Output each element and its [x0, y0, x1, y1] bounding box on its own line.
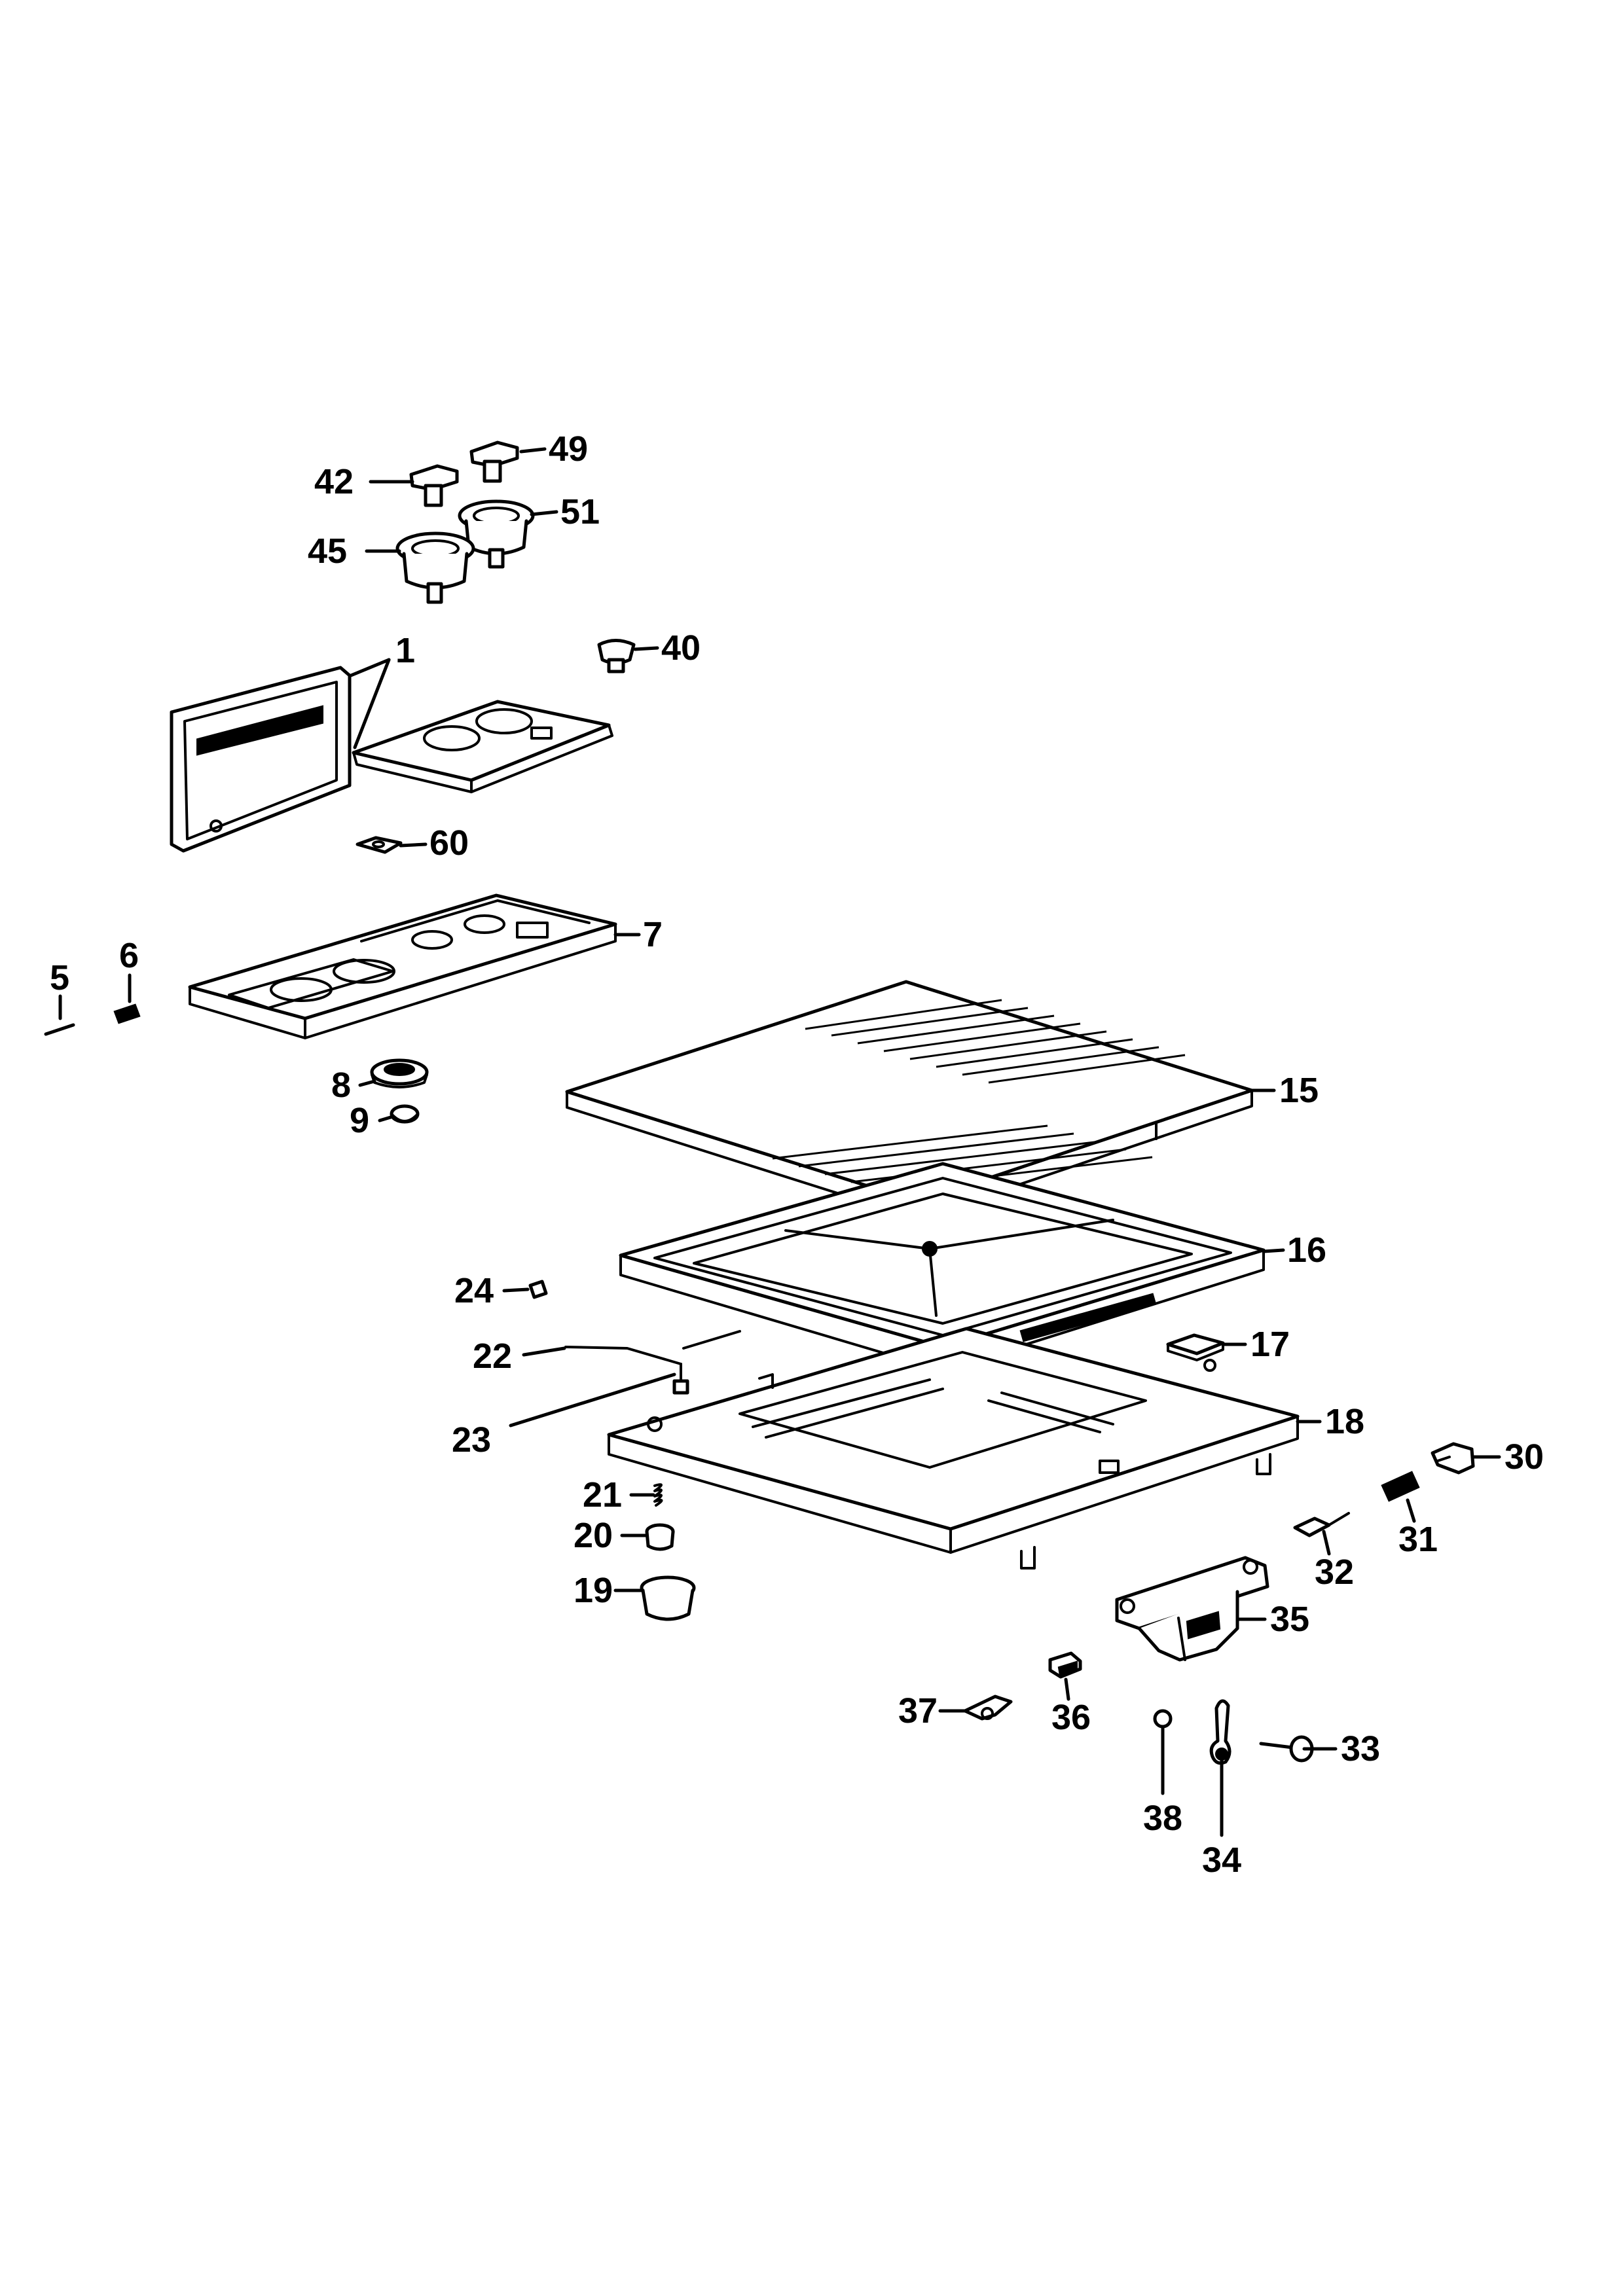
part-37 — [963, 1695, 1013, 1721]
callout-34: 34 — [1202, 1840, 1241, 1880]
part-8 — [370, 1058, 429, 1088]
callout-21: 21 — [583, 1475, 622, 1515]
callout-24: 24 — [454, 1271, 494, 1310]
callout-5: 5 — [50, 958, 69, 997]
callout-42: 42 — [314, 462, 354, 501]
part-32 — [1293, 1512, 1350, 1537]
control-panel-7 — [188, 893, 617, 1039]
knob-skirt-51 — [458, 499, 535, 569]
knob-49 — [469, 440, 519, 483]
callout-7: 7 — [643, 915, 663, 954]
callout-15: 15 — [1279, 1071, 1319, 1110]
callout-40: 40 — [661, 628, 701, 668]
callout-60: 60 — [429, 823, 469, 863]
door-frame-1 — [170, 666, 352, 853]
callout-30: 30 — [1504, 1437, 1544, 1477]
knob-42 — [409, 464, 459, 507]
callout-35: 35 — [1270, 1600, 1309, 1639]
callout-33: 33 — [1341, 1729, 1380, 1768]
part-36 — [1048, 1651, 1082, 1679]
leader-lines — [58, 447, 1501, 1837]
callout-19: 19 — [574, 1571, 613, 1610]
part-30 — [1431, 1442, 1475, 1475]
callout-45: 45 — [308, 531, 347, 571]
cap-20 — [645, 1523, 675, 1551]
callout-36: 36 — [1051, 1698, 1091, 1737]
spring-31 — [1381, 1471, 1420, 1502]
callout-23: 23 — [452, 1420, 491, 1460]
callout-8: 8 — [331, 1066, 351, 1105]
callout-17: 17 — [1250, 1325, 1290, 1364]
callout-51: 51 — [560, 492, 600, 531]
ring-38 — [1153, 1709, 1173, 1729]
part-40 — [597, 639, 636, 673]
part-60 — [356, 836, 403, 854]
callout-38: 38 — [1143, 1799, 1182, 1838]
callout-16: 16 — [1287, 1230, 1326, 1270]
part-9 — [390, 1104, 420, 1124]
part-24 — [528, 1280, 548, 1299]
part-17 — [1166, 1333, 1225, 1372]
rod-22 — [564, 1330, 741, 1395]
pin-5 — [44, 1023, 75, 1036]
callout-31: 31 — [1398, 1520, 1438, 1559]
spring-21 — [653, 1483, 663, 1507]
control-plate-1 — [352, 700, 613, 793]
spring-6 — [113, 1003, 141, 1024]
callout-9: 9 — [350, 1101, 369, 1140]
callout-49: 49 — [549, 429, 588, 469]
callout-37: 37 — [898, 1691, 938, 1731]
callout-labels: 49 42 51 45 40 1 60 7 5 6 8 9 15 16 17 2… — [50, 429, 1544, 1880]
callout-6: 6 — [119, 936, 139, 975]
lever-34 — [1209, 1699, 1231, 1765]
callout-22: 22 — [473, 1336, 512, 1376]
foot-19 — [640, 1575, 696, 1621]
callout-20: 20 — [574, 1516, 613, 1555]
lid-15-ribs — [772, 999, 1186, 1191]
lid-15 — [565, 980, 1254, 1220]
callout-1: 1 — [395, 631, 415, 670]
knob-skirt-45 — [395, 531, 475, 604]
callout-32: 32 — [1315, 1552, 1354, 1592]
callout-18: 18 — [1325, 1402, 1364, 1441]
latch-housing-35 — [1115, 1556, 1269, 1662]
base-18 — [607, 1327, 1300, 1570]
